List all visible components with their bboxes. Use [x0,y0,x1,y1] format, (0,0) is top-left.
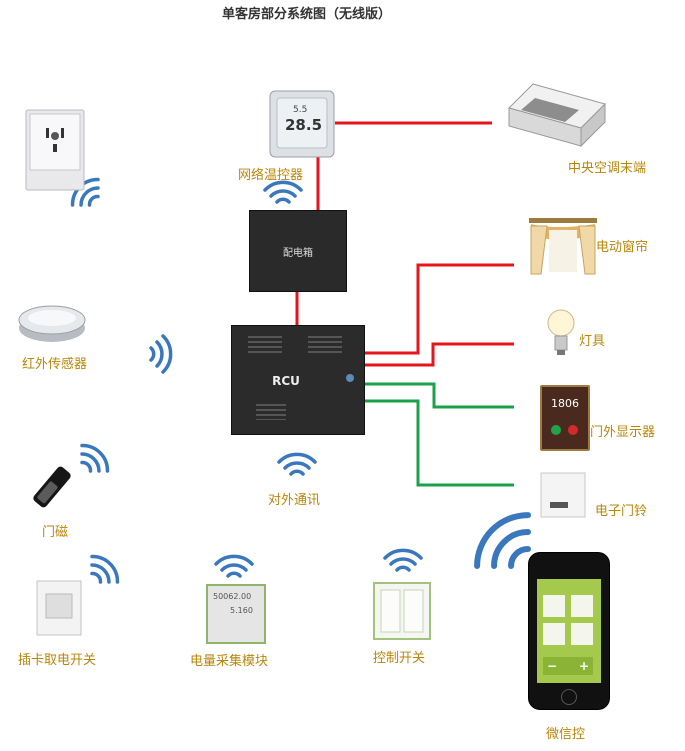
wifi-icon-external-comm [277,452,317,476]
diagram-title: 单客房部分系统图（无线版） [222,7,392,22]
rcu-vent-right [308,336,342,354]
wifi-icon-thermostat [263,180,303,204]
thermostat-main-reading: 28.5 [285,116,322,134]
power-module-reading-1: 50062.00 [213,592,252,601]
card-switch-icon [36,580,82,636]
app-tile-2 [571,595,593,617]
door-magnet-label: 门磁 [42,525,69,540]
wifi-icon-ir-sensor [149,334,173,374]
curtain-icon [529,218,597,275]
control-switch-icon [373,582,431,640]
lamp-icon [547,309,575,355]
ir-sensor-label: 红外传感器 [22,357,88,372]
power-module-reading-2: 5.160 [230,606,253,615]
app-tile-4 [571,623,593,645]
wifi-icon-card-switch [90,554,120,584]
external-comm-label: 对外通讯 [268,493,321,508]
line-rcu-doorbell [363,399,514,487]
line-rcu-curtain [363,263,514,355]
line-rcu-lamp [363,342,514,367]
rcu-vent-bottom [256,404,286,420]
curtain-label: 电动窗帘 [596,240,649,255]
thermostat-label: 网络温控器 [238,168,304,183]
ac-unit-icon [508,83,606,148]
rcu-lock-icon [346,374,354,382]
door-display-room-number: 1806 [551,397,579,410]
line-rcu-display [363,382,514,409]
door-display-panel: 1806 [540,385,590,451]
door-display-label: 门外显示器 [590,425,656,440]
control-switch-label: 控制开关 [373,651,426,666]
lamp-label: 灯具 [579,334,606,349]
wifi-icon-wechat [474,512,531,569]
door-magnet-icon [33,466,71,508]
wifi-icon-power-module [214,554,254,578]
smartphone-screen: − + [537,579,601,683]
app-tile-1 [543,595,565,617]
rcu-cabinet: RCU [231,325,365,435]
doorbell-icon [540,472,586,518]
temp-control-bar: − + [543,657,593,675]
plus-icon: + [578,659,589,673]
socket-icon [25,109,85,191]
rcu-label: RCU [272,374,300,388]
door-display-green-light [551,425,561,435]
rcu-vent-left [248,336,282,354]
card-switch-label: 插卡取电开关 [18,653,97,668]
power-module-label: 电量采集模块 [190,654,269,669]
thermostat-icon: 5.5 28.5 [269,90,335,158]
door-display-red-light [568,425,578,435]
distribution-box-label: 配电箱 [283,248,313,259]
wifi-icon-door-magnet [80,443,110,473]
wifi-icon-control-switch [383,548,423,572]
power-module-panel: 50062.00 5.160 [206,584,266,644]
app-tile-3 [543,623,565,645]
thermostat-top-reading: 5.5 [293,105,307,115]
smartphone: − + [528,552,610,710]
wechat-label: 微信控 [546,727,586,742]
doorbell-label: 电子门铃 [595,504,648,519]
minus-icon: − [547,659,558,673]
home-button-icon [561,689,577,705]
ir-sensor-icon [18,305,86,342]
ac-unit-label: 中央空调末端 [568,161,647,176]
distribution-box: 配电箱 [249,210,347,292]
